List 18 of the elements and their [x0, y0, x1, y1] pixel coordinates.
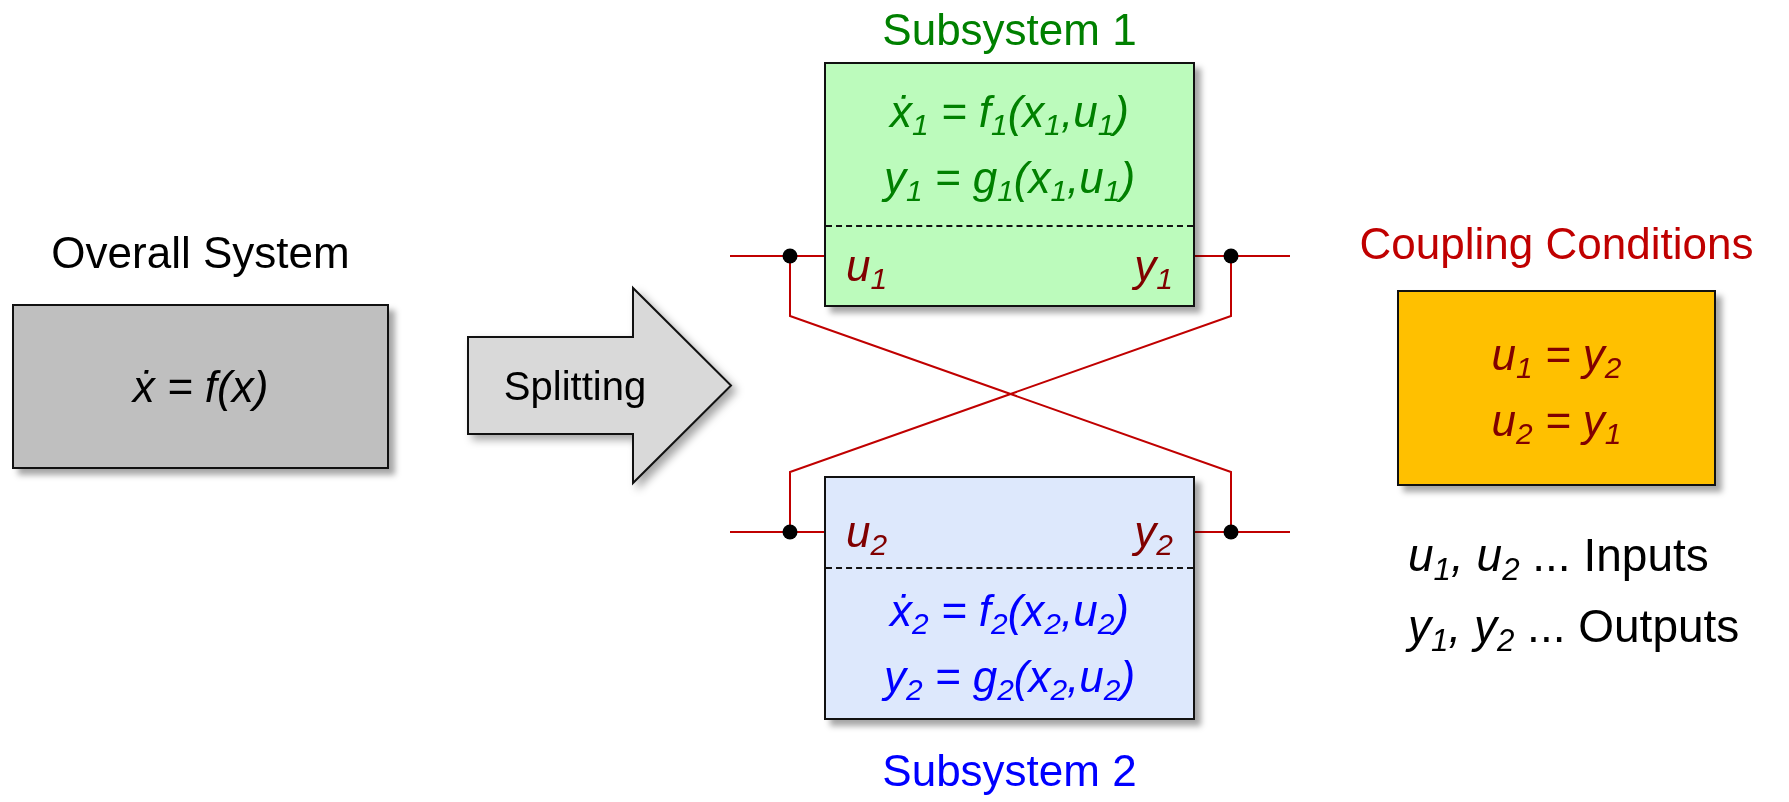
- equation: ẋ$_{2}$ = f$_{2}$(x$_{2}$,u$_{2}$): [890, 584, 1129, 642]
- symbol-note: u$_{1}$, u$_{2}$ ... Inputs: [1408, 528, 1709, 589]
- signal-label: u$_{2}$: [846, 505, 888, 558]
- box-heading: Coupling Conditions: [1359, 218, 1754, 270]
- equation: ẋ$_{1}$ = f$_{1}$(x$_{1}$,u$_{1}$): [890, 85, 1129, 143]
- box-heading: Overall System: [51, 227, 350, 279]
- block-arrow: [467, 287, 732, 484]
- equation: ẋ = f(x): [132, 360, 269, 413]
- equation: u$_{2}$ = y$_{1}$: [1491, 395, 1622, 453]
- equation: y$_{1}$ = g$_{1}$(x$_{1}$,u$_{1}$): [883, 151, 1136, 209]
- signal-label: y$_{2}$: [1134, 505, 1173, 558]
- box-heading: Subsystem 1: [882, 4, 1137, 56]
- signal-label: y$_{1}$: [1134, 240, 1173, 292]
- signal-label: u$_{1}$: [846, 240, 888, 292]
- equation: u$_{1}$ = y$_{2}$: [1491, 329, 1622, 387]
- arrow-label: Splitting: [503, 362, 647, 410]
- equation: y$_{2}$ = g$_{2}$(x$_{2}$,u$_{2}$): [883, 650, 1136, 708]
- box-heading: Subsystem 2: [882, 745, 1137, 797]
